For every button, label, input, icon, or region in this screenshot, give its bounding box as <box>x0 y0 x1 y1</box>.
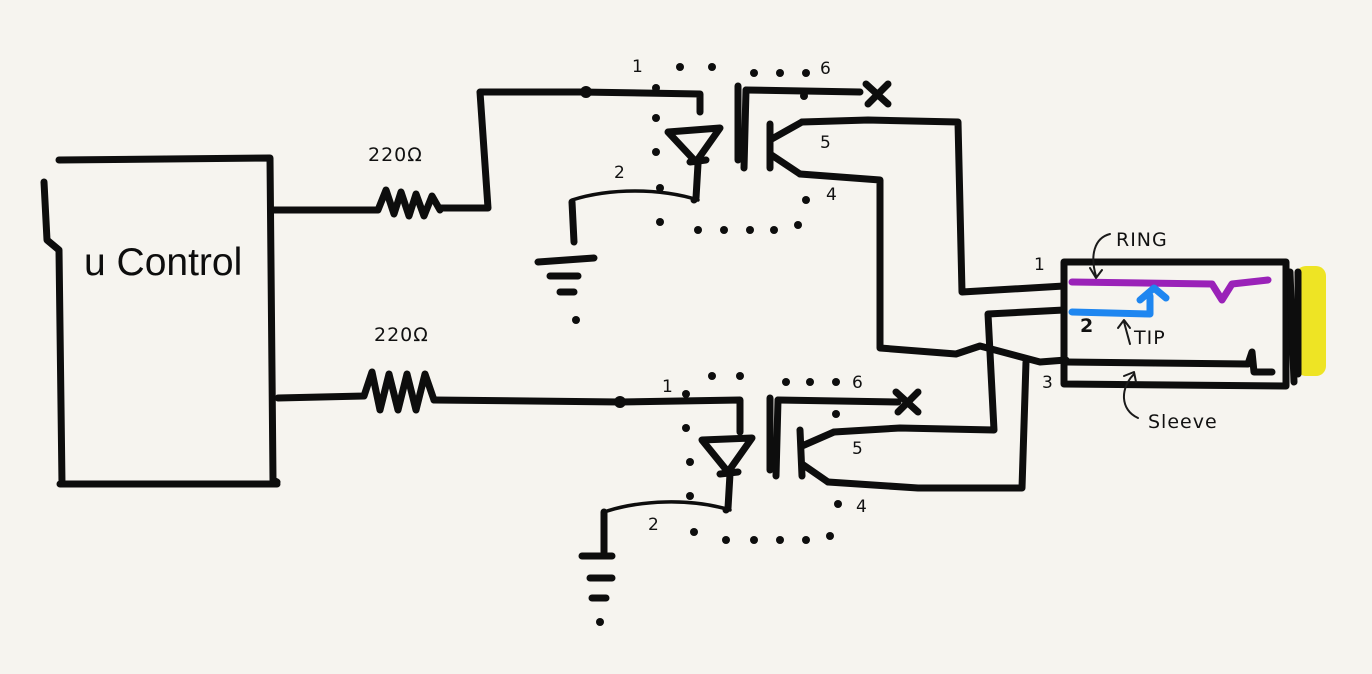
resistor-top-label: 220Ω <box>368 144 423 166</box>
junction-top <box>580 86 592 98</box>
wire-top-pin5-to-jack <box>798 116 1068 296</box>
junction-bottom <box>614 396 626 408</box>
jack-tip-contact <box>1068 284 1170 318</box>
opto-top-pin5-label: 5 <box>820 133 831 153</box>
opto-bottom-led <box>698 434 756 514</box>
jack-highlight <box>1296 266 1326 376</box>
jack-sleeve-label: Sleeve <box>1148 411 1218 433</box>
jack-end-cap <box>1286 268 1298 386</box>
optocoupler-top: 1 2 4 5 6 <box>570 57 892 234</box>
stereo-jack: RING TIP Sleeve 1 2 3 <box>1034 229 1326 433</box>
ground-bottom <box>578 508 616 626</box>
opto-top-package-outline <box>652 63 810 234</box>
opto-bottom-pin6-label: 6 <box>852 373 863 393</box>
jack-body <box>1060 258 1290 390</box>
opto-bottom-transistor <box>766 394 838 486</box>
jack-ring-label: RING <box>1116 229 1168 251</box>
resistor-bottom-label: 220Ω <box>374 324 429 346</box>
opto-top-led <box>664 124 724 204</box>
jack-pin2-label: 2 <box>1080 315 1094 337</box>
u-control-label: u Control <box>84 241 242 284</box>
opto-bottom-pin4-label: 4 <box>856 497 867 517</box>
u-control-module: u Control <box>40 154 281 488</box>
jack-pin3-label: 3 <box>1042 373 1053 393</box>
resistor-top: 220Ω <box>268 144 444 220</box>
jack-pin1-label: 1 <box>1034 255 1045 275</box>
sleeve-pointer <box>1123 371 1139 419</box>
opto-top-pin4-label: 4 <box>826 185 837 205</box>
opto-bottom-pin2-label: 2 <box>648 515 659 535</box>
optocoupler-bottom: 1 2 4 5 6 <box>602 372 922 544</box>
tip-pointer <box>1117 319 1131 345</box>
opto-top-pin2-label: 2 <box>614 163 625 183</box>
wire-bottom-pin4-to-jack <box>824 358 1030 492</box>
jack-ring-contact <box>1068 276 1272 304</box>
opto-bottom-package-outline <box>682 372 842 544</box>
wire-bottom-pin5-to-jack <box>830 306 1068 436</box>
opto-bottom-pin1-label: 1 <box>662 377 673 397</box>
opto-top-pin6-nc-mark <box>862 80 892 108</box>
wire-top-pin4-to-jack <box>796 170 1070 366</box>
ring-pointer <box>1089 233 1111 279</box>
opto-top-transistor <box>734 82 806 178</box>
opto-top-pin1-label: 1 <box>632 57 643 77</box>
jack-tip-label: TIP <box>1133 327 1166 349</box>
ground-top <box>534 198 598 324</box>
resistor-bottom: 220Ω <box>274 324 438 414</box>
wire-bottom-resistor-to-pin1 <box>430 396 744 436</box>
wire-top-resistor-to-pin1 <box>436 88 704 212</box>
opto-bottom-pin5-label: 5 <box>852 439 863 459</box>
opto-top-pin6-label: 6 <box>820 59 831 79</box>
opto-bottom-pin6-nc-mark <box>892 388 922 416</box>
